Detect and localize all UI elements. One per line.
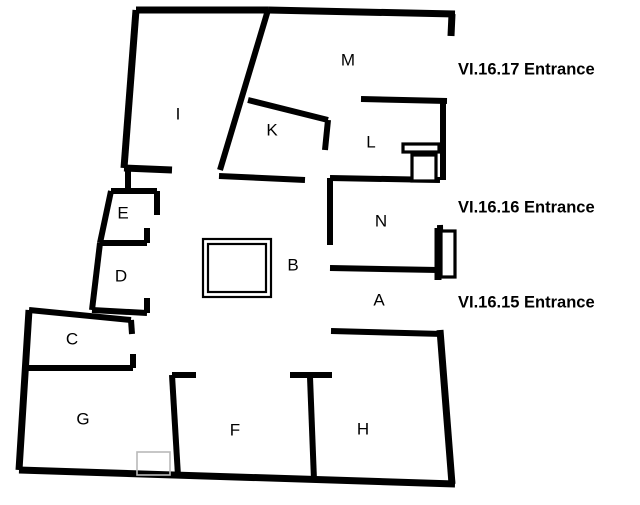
room-label-K: K (266, 120, 278, 139)
room-label-E: E (117, 203, 128, 222)
wall-north-H-A-divider (330, 328, 444, 337)
entrance-label-vi1616: VI.16.16 Entrance (458, 198, 595, 216)
room-label-A: A (373, 290, 385, 309)
wall-west-I (120, 9, 140, 169)
entrance-labels: VI.16.17 Entrance VI.16.16 Entrance VI.1… (458, 60, 595, 311)
thresholds (401, 142, 457, 280)
wall-between-F-and-H (307, 376, 317, 481)
wall-west-exterior-lower (15, 309, 33, 471)
wall-between-I-and-K (217, 9, 271, 171)
room-label-B: B (287, 255, 298, 274)
room-label-F: F (230, 420, 240, 439)
small-basin-feature (136, 451, 171, 476)
room-label-I: I (176, 104, 181, 123)
wall-south-exterior (18, 466, 456, 488)
threshold-vi1615-box (439, 229, 457, 279)
wall-north-C (28, 307, 132, 323)
wall-south-I-west (123, 164, 173, 174)
room-label-H: H (357, 419, 369, 438)
wall-west-E-angled (97, 190, 114, 244)
room-labels: I M K L E D B N A C G F H (66, 50, 387, 439)
wall-east-exterior-lower (436, 329, 456, 485)
exterior-walls (15, 6, 456, 488)
wall-south-D (91, 307, 148, 316)
threshold-vi1617-bar (401, 142, 441, 154)
wall-north-L (360, 96, 448, 104)
wall-east-K (322, 119, 331, 151)
room-label-C: C (66, 329, 78, 348)
wall-south-N (329, 265, 439, 273)
impluvium-outer-edge (201, 237, 273, 299)
wall-north-K-angled (247, 97, 329, 123)
room-label-L: L (366, 132, 375, 151)
wall-west-D (89, 242, 103, 311)
wall-jamb-C-east-upper (128, 319, 135, 335)
entrance-label-vi1617: VI.16.17 Entrance (458, 60, 595, 78)
room-label-D: D (115, 266, 127, 285)
impluvium (201, 237, 273, 299)
wall-northeast-return (447, 13, 456, 37)
wall-north-M (267, 6, 456, 18)
room-label-G: G (76, 409, 89, 428)
small-basin-rect (136, 451, 171, 476)
impluvium-inner-edge (206, 242, 268, 294)
entrance-label-vi1615: VI.16.15 Entrance (458, 293, 595, 311)
room-label-M: M (341, 50, 355, 69)
threshold-vi1617-box (410, 153, 438, 183)
room-label-N: N (375, 211, 387, 230)
wall-south-K (218, 173, 306, 183)
wall-between-G-and-F (169, 374, 181, 477)
